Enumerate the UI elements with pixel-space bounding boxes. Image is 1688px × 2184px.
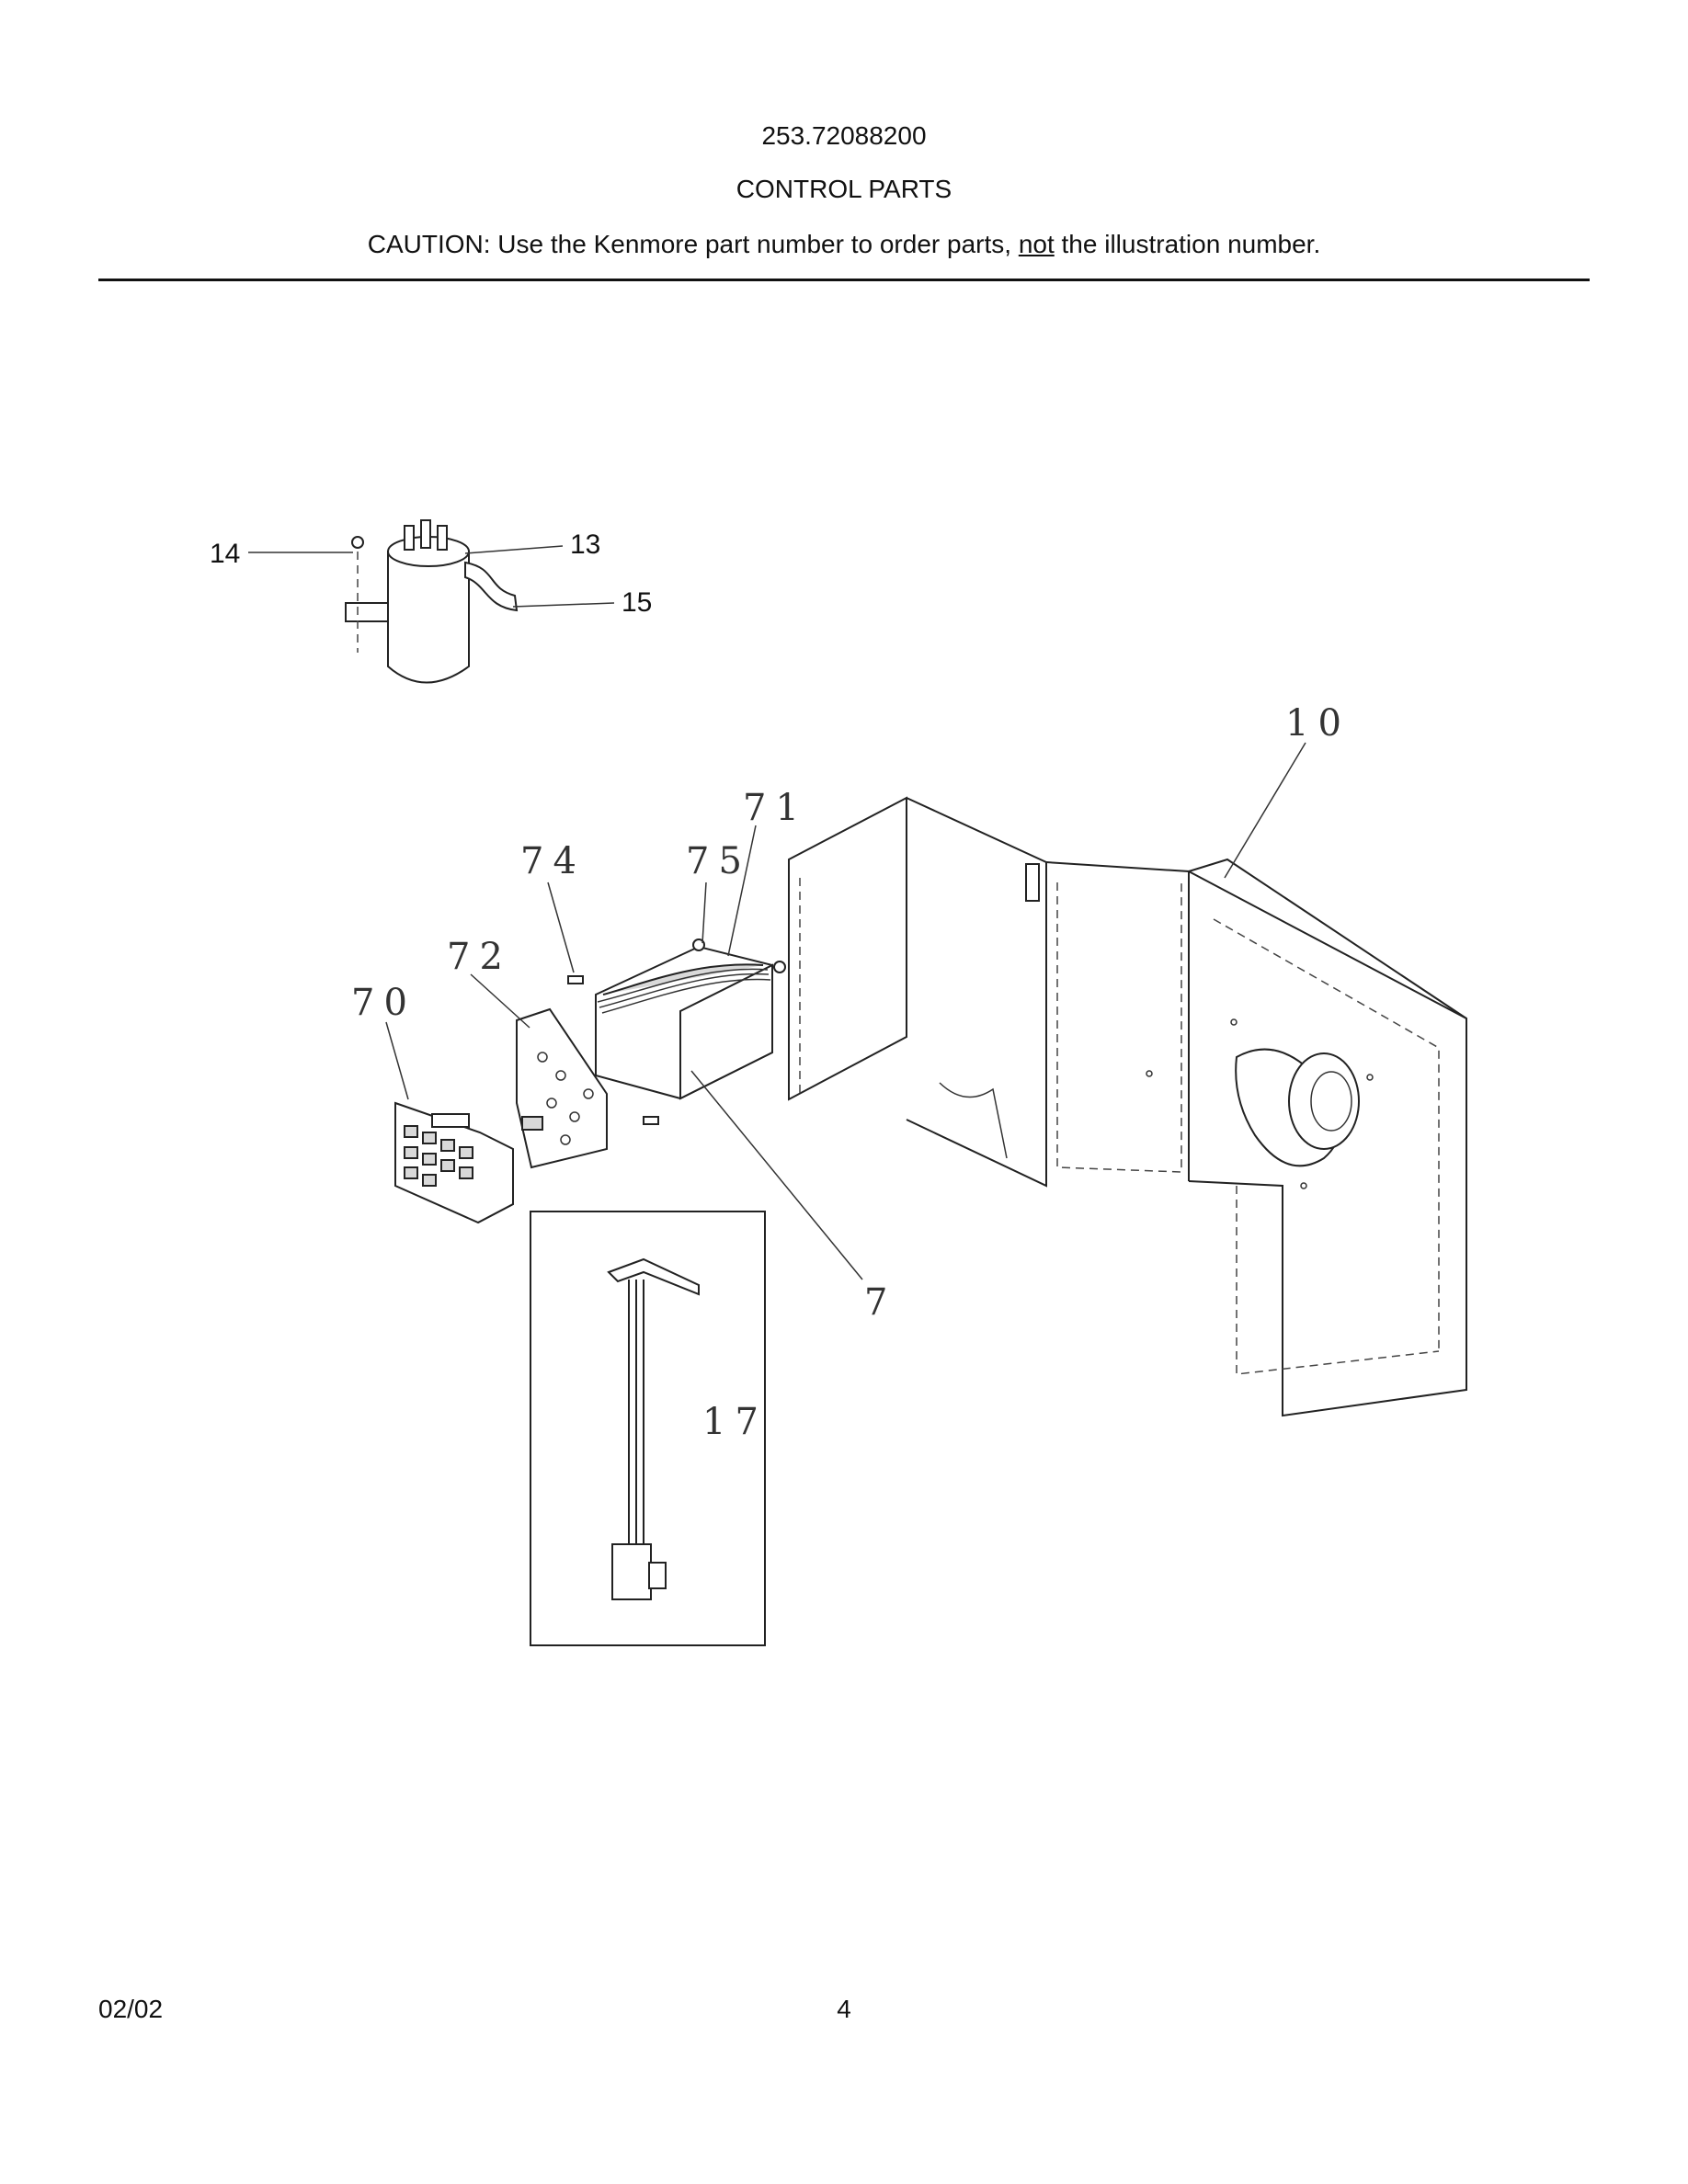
leader-72 — [470, 973, 530, 1029]
callout-71: 71 — [743, 787, 808, 829]
power-cord — [607, 1257, 700, 1600]
callout-14: 14 — [210, 539, 240, 569]
callout-7: 7 — [864, 1281, 896, 1324]
leader-13 — [464, 545, 564, 554]
control-board — [516, 975, 659, 1169]
callout-75: 75 — [686, 840, 751, 882]
leader-75 — [701, 882, 707, 944]
footer-date: 02/02 — [98, 1995, 164, 2023]
caution-prefix: CAUTION: Use the Kenmore part number to … — [367, 230, 1019, 258]
caution-emphasis: not — [1018, 230, 1055, 258]
leader-10 — [1224, 742, 1306, 879]
leader-7 — [690, 1070, 863, 1280]
callout-15: 15 — [622, 587, 652, 618]
callout-13: 13 — [570, 529, 600, 560]
section-title: CONTROL PARTS — [736, 175, 952, 203]
caution-suffix: the illustration number. — [1054, 230, 1321, 258]
control-box — [595, 938, 786, 1100]
leader-74 — [547, 882, 575, 973]
control-panel — [394, 1101, 514, 1224]
callout-74: 74 — [520, 840, 586, 882]
header-rule — [98, 279, 1590, 281]
callout-72: 72 — [447, 936, 512, 978]
cabinet-housing — [788, 796, 1467, 1417]
model-number: 253.72088200 — [761, 121, 927, 150]
callout-70: 70 — [351, 982, 416, 1024]
callout-10: 10 — [1285, 702, 1351, 745]
page-number: 4 — [837, 1995, 851, 2023]
leader-70 — [385, 1021, 409, 1100]
callout-17: 17 — [702, 1401, 768, 1443]
capacitor-assembly — [345, 519, 519, 684]
caution-note: CAUTION: Use the Kenmore part number to … — [0, 230, 1688, 259]
power-cord-inset — [530, 1211, 766, 1646]
leader-71 — [727, 825, 757, 957]
leader-15 — [512, 602, 615, 608]
